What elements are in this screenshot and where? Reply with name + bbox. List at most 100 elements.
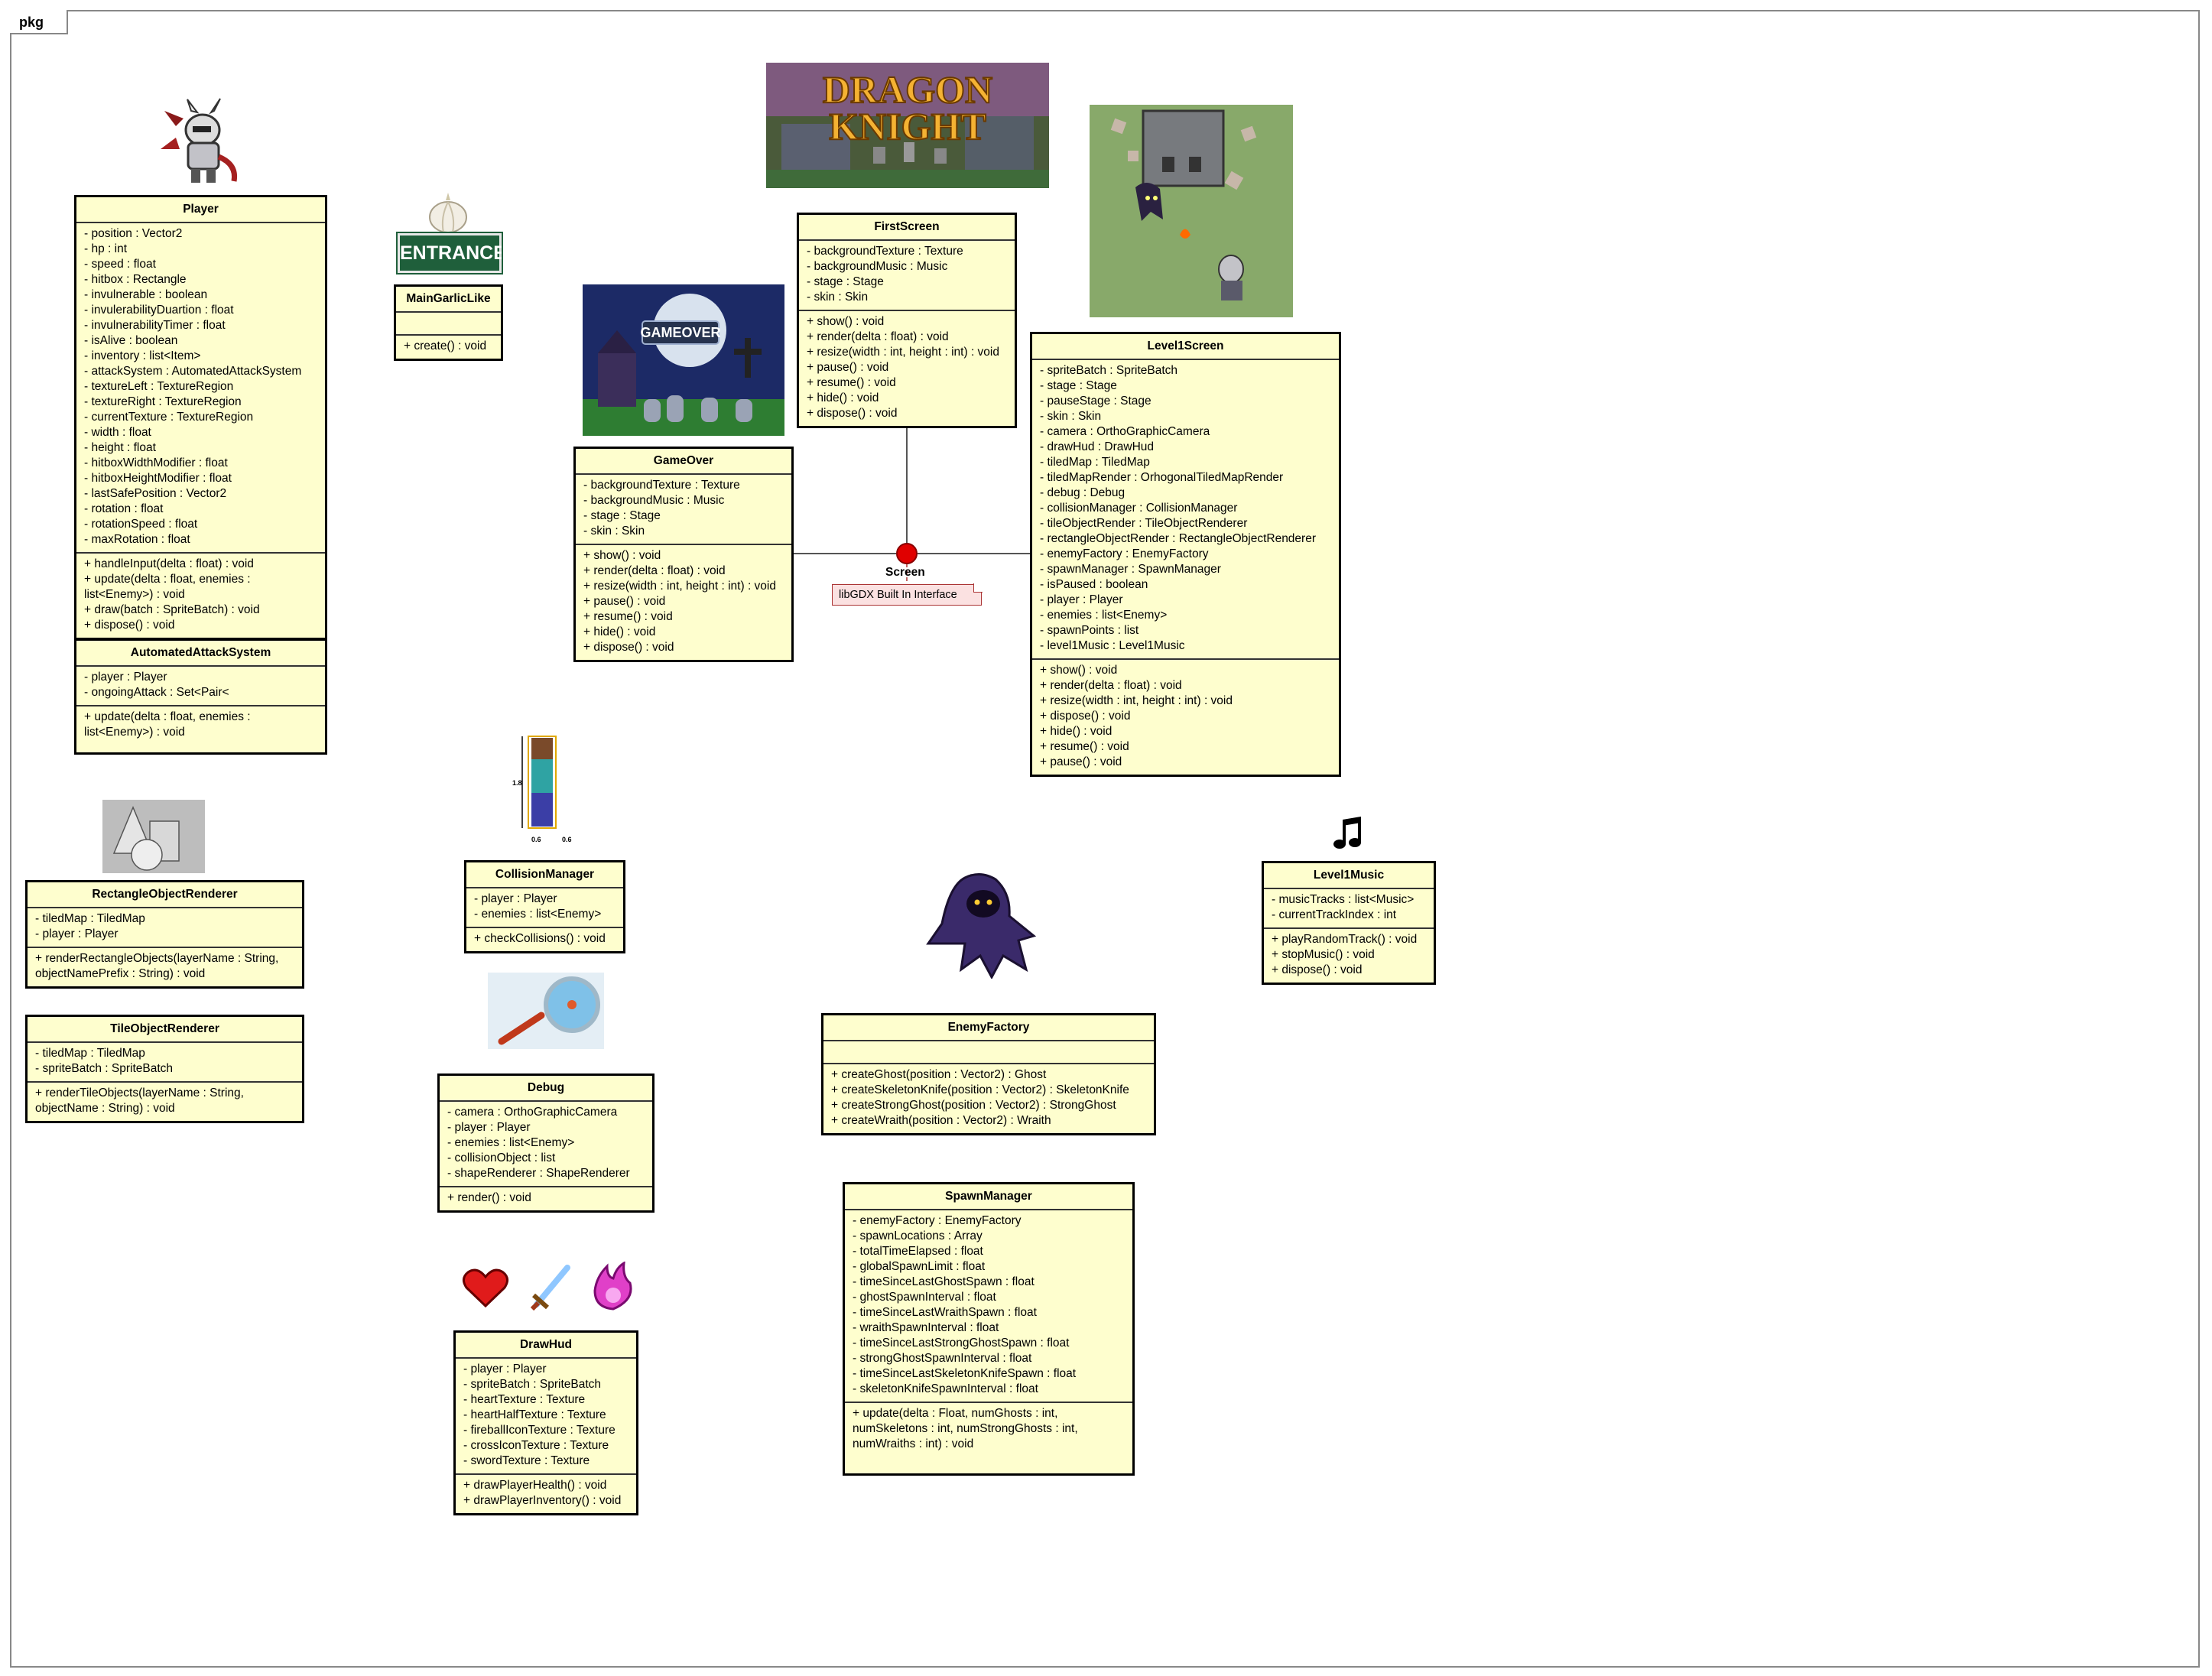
class-member: - heartHalfTexture : Texture [463,1408,606,1421]
class-enemy-factory[interactable]: EnemyFactory + createGhost(position : Ve… [821,1013,1156,1135]
class-fields: - player : Player- ongoingAttack : Set<P… [76,667,325,706]
class-member: - timeSinceLastGhostSpawn : float [853,1275,1035,1288]
class-member: - timeSinceLastSkeletonKnifeSpawn : floa… [853,1367,1077,1380]
class-methods: + handleInput(delta : float) : void+ upd… [76,554,325,638]
class-member: - spawnLocations : Array [853,1229,983,1242]
class-member: + pause() : void [807,361,889,374]
class-member: + resume() : void [807,376,896,389]
class-member: - backgroundTexture : Texture [583,479,740,492]
class-member: - shapeRenderer : ShapeRenderer [447,1167,630,1180]
class-member: - isPaused : boolean [1040,578,1148,591]
class-main-garlic-like[interactable]: MainGarlicLike + create() : void [394,284,503,361]
class-member: + hide() : void [1040,725,1112,738]
class-tile-object-renderer[interactable]: TileObjectRenderer - tiledMap : TiledMap… [25,1015,304,1123]
class-member: - heartTexture : Texture [463,1393,586,1406]
class-member: - timeSinceLastStrongGhostSpawn : float [853,1337,1070,1350]
class-name: Level1Music [1264,863,1434,889]
class-name: DrawHud [456,1333,636,1359]
class-member: - skin : Skin [583,525,645,538]
class-member: + dispose() : void [1272,963,1363,976]
class-member: - player : Player [84,671,167,684]
level-map-picture [1090,105,1293,317]
class-member: - maxRotation : float [84,533,190,546]
class-member: - enemyFactory : EnemyFactory [1040,547,1209,560]
class-member: - spriteBatch : SpriteBatch [35,1062,174,1075]
class-name: Player [76,197,325,223]
class-name: RectangleObjectRenderer [28,882,302,908]
class-member: - enemyFactory : EnemyFactory [853,1214,1022,1227]
class-fields: - tiledMap : TiledMap- player : Player [28,908,302,948]
class-member: - width : float [84,426,151,439]
class-name: Level1Screen [1032,334,1339,360]
class-member: - player : Player [463,1363,547,1376]
class-member: - enemies : list<Enemy> [447,1136,575,1149]
class-player[interactable]: Player - position : Vector2- hp : int- s… [74,195,327,640]
class-member: - spawnManager : SpawnManager [1040,563,1221,576]
class-member: - invulnerable : boolean [84,288,208,301]
class-member: + playRandomTrack() : void [1272,933,1418,946]
class-member: - rotationSpeed : float [84,518,198,531]
class-member: - rectangleObjectRender : RectangleObjec… [1040,532,1316,545]
class-member: - spriteBatch : SpriteBatch [1040,364,1178,377]
class-game-over[interactable]: GameOver - backgroundTexture : Texture- … [573,447,794,662]
class-member: - fireballIconTexture : Texture [463,1424,616,1437]
class-debug[interactable]: Debug - camera : OrthoGraphicCamera- pla… [437,1073,655,1213]
class-fields: - enemyFactory : EnemyFactory - spawnLoca… [845,1210,1132,1403]
class-level1-screen[interactable]: Level1Screen - spriteBatch : SpriteBatch… [1030,332,1341,777]
class-member: + createSkeletonKnife(position : Vector2… [831,1083,1129,1096]
class-member: - skeletonKnifeSpawnInterval : float [853,1382,1038,1395]
class-member: + createWraith(position : Vector2) : Wra… [831,1114,1051,1127]
gameover-sign-text: GAMEOVER [640,325,720,340]
class-member: - rotation : float [84,502,164,515]
class-member: + dispose() : void [84,619,175,632]
interface-note: libGDX Built In Interface [832,583,983,606]
class-member: - camera : OrthoGraphicCamera [1040,425,1210,438]
class-member: + resume() : void [583,610,673,623]
class-member: - drawHud : DrawHud [1040,440,1155,453]
class-member: + renderRectangleObjects(layerName : Str… [35,952,279,980]
gameover-picture: GAMEOVER [583,284,784,436]
class-member: - invulerabilityDuartion : float [84,304,234,317]
collision-hitbox-picture: 1.8 0.6 0.6 [512,736,572,843]
class-member: + update(delta : float, enemies : list<E… [84,710,251,739]
class-member: - stage : Stage [807,275,884,288]
package-label: pkg [10,10,69,34]
heart-icon [463,1268,508,1308]
class-member: + show() : void [807,315,885,328]
class-member: + drawPlayerHealth() : void [463,1479,607,1492]
class-member: - attackSystem : AutomatedAttackSystem [84,365,302,378]
class-fields: - spriteBatch : SpriteBatch- stage : Sta… [1032,360,1339,660]
class-member: - strongGhostSpawnInterval : float [853,1352,1032,1365]
class-member: + createStrongGhost(position : Vector2) … [831,1099,1116,1112]
class-member: - globalSpawnLimit : float [853,1260,986,1273]
class-member: + create() : void [404,339,487,352]
class-rectangle-object-renderer[interactable]: RectangleObjectRenderer - tiledMap : Til… [25,880,304,989]
dim-width-1: 0.6 [531,836,541,843]
class-member: + pause() : void [1040,755,1122,768]
entrance-sign: ENTRANCE [396,232,506,274]
class-collision-manager[interactable]: CollisionManager - player : Player- enem… [464,860,625,953]
class-methods: + show() : void+ render(delta : float) :… [576,545,791,660]
class-member: - pauseStage : Stage [1040,395,1151,408]
class-member: - ghostSpawnInterval : float [853,1291,996,1304]
class-member: - collisionObject : list [447,1151,556,1164]
class-member: - backgroundMusic : Music [583,494,725,507]
class-draw-hud[interactable]: DrawHud - player : Player- spriteBatch :… [453,1330,638,1515]
class-member: + renderTileObjects(layerName : String, … [35,1086,244,1115]
entrance-sign-text: ENTRANCE [400,242,506,264]
class-member: - player : Player [447,1121,531,1134]
empty-compartment [831,1044,1146,1058]
class-member: + dispose() : void [807,407,898,420]
class-first-screen[interactable]: FirstScreen - backgroundTexture : Textur… [797,213,1017,428]
shapes-sketch-picture [102,800,205,873]
class-member: - currentTrackIndex : int [1272,908,1397,921]
sword-icon [530,1265,570,1311]
class-automated-attack-system[interactable]: AutomatedAttackSystem - player : Player-… [74,638,327,755]
class-methods: + show() : void+ render(delta : float) :… [1032,660,1339,775]
class-member: - isAlive : boolean [84,334,178,347]
class-spawn-manager[interactable]: SpawnManager - enemyFactory : EnemyFacto… [843,1182,1135,1476]
class-name: FirstScreen [799,215,1015,241]
class-member: - currentTexture : TextureRegion [84,411,254,424]
garlic-icon [429,193,467,233]
class-level1-music[interactable]: Level1Music - musicTracks : list<Music>-… [1262,861,1436,985]
